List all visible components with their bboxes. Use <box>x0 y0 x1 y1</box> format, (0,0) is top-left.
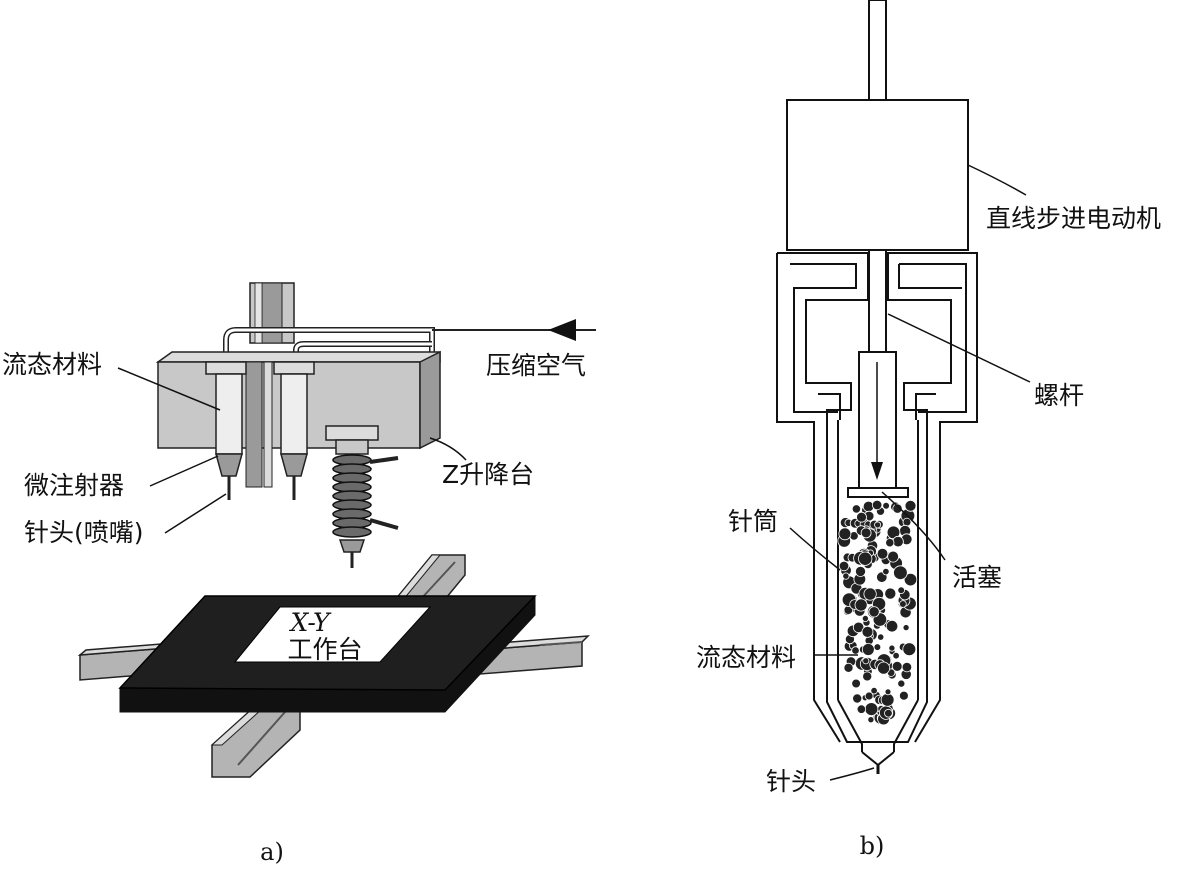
label-xy-line2: 工作台 <box>287 635 362 664</box>
fluid-particle <box>892 535 904 548</box>
panel-b-leaders <box>789 164 1031 781</box>
fluid-particle <box>851 504 862 514</box>
caption-b: b) <box>860 832 885 860</box>
fluid-particle <box>885 538 895 548</box>
fluid-particle <box>838 560 850 572</box>
fluid-particle <box>877 633 885 641</box>
fluid-particle <box>852 693 863 704</box>
fluid-particle <box>887 550 899 563</box>
stepper-motor-box <box>786 99 969 251</box>
housing-outline <box>777 252 978 743</box>
motor-shaft-top <box>868 0 887 101</box>
fluid-particle <box>871 499 883 511</box>
fluid-particle <box>860 527 872 539</box>
fluid-particle <box>884 708 893 718</box>
piston <box>847 487 909 498</box>
fluid-particle <box>861 626 874 638</box>
fluid-particle <box>884 688 892 696</box>
fluid-particle <box>863 587 877 601</box>
label-stepper-motor: 直线步进电动机 <box>986 204 1161 233</box>
fluid-particle <box>854 598 868 612</box>
micro-syringe-2 <box>273 361 315 500</box>
fluid-particle <box>882 567 890 576</box>
rail-horizontal-right <box>478 635 590 675</box>
fluid-particle <box>899 690 909 701</box>
fluid-particle <box>874 521 882 529</box>
heater-coil <box>332 454 372 538</box>
z-column <box>249 282 295 344</box>
label-piston: 活塞 <box>952 563 1002 592</box>
fluid-particle <box>897 586 905 594</box>
fluid-particle <box>882 501 890 510</box>
fluid-particle <box>851 646 860 655</box>
label-z-lift: Z升降台 <box>442 460 534 489</box>
caption-a: a) <box>260 838 284 866</box>
fluid-particle <box>864 691 874 701</box>
fluid-particle <box>888 644 896 652</box>
fluid-particle <box>902 624 910 632</box>
label-fluid-material-a: 流态材料 <box>2 350 102 379</box>
fluid-particle <box>862 671 873 682</box>
label-barrel: 针筒 <box>728 507 778 536</box>
fluid-particle <box>877 661 891 675</box>
heated-nozzle <box>325 425 399 568</box>
fluid-particle <box>897 679 906 688</box>
fluid-particle <box>864 702 879 716</box>
fluid-particle <box>861 643 875 656</box>
fluid-particle <box>902 517 912 527</box>
screw-rod <box>868 249 887 353</box>
fluid-particle <box>856 704 867 714</box>
fluid-particle <box>873 643 882 651</box>
panel-a-illustration: 流态材料 微注射器 针头(喷嘴) 压缩空气 Z升降台 X-Y 工作台 a) <box>2 282 596 866</box>
fluid-particle <box>899 600 907 608</box>
xy-platform <box>118 595 537 713</box>
panel-a-leaders <box>117 367 467 534</box>
fluid-particle <box>893 565 908 580</box>
fluid-particle <box>867 716 875 724</box>
fluid-particle <box>892 503 903 514</box>
fluid-particle <box>842 572 850 580</box>
coil-ring <box>332 526 372 538</box>
label-micro-syringe: 微注射器 <box>24 471 124 500</box>
fluid-particle <box>856 511 867 523</box>
fluid-particle <box>901 661 913 673</box>
xy-table-label-area <box>233 606 432 663</box>
fluid-particle <box>904 499 917 512</box>
fluid-particle <box>885 620 899 633</box>
fluid-particle <box>902 642 917 657</box>
label-fluid-material-b: 流态材料 <box>696 643 796 672</box>
label-needle-nozzle: 针头(喷嘴) <box>24 518 144 547</box>
label-needle: 针头 <box>766 767 816 796</box>
fluid-particle <box>843 662 854 673</box>
fluid-particle <box>855 565 867 577</box>
fluid-particle <box>884 587 897 600</box>
fluid-particle <box>880 692 895 707</box>
fluid-particle <box>870 687 878 695</box>
fluid-particle <box>858 551 873 566</box>
label-screw-rod: 螺杆 <box>1034 381 1084 410</box>
air-inlet-arrow <box>548 319 576 341</box>
fluid-particles <box>837 499 918 726</box>
fluid-particle <box>851 678 861 689</box>
fluid-particle <box>903 572 918 587</box>
fluid-particle <box>876 547 889 560</box>
fluid-particle <box>838 527 852 541</box>
micro-syringe-1 <box>205 361 247 500</box>
fluid-particle <box>868 606 880 618</box>
fluid-particle <box>862 657 870 665</box>
fluid-particle <box>892 652 900 660</box>
label-compressed-air: 压缩空气 <box>486 351 586 380</box>
panel-b-illustration <box>776 0 1031 781</box>
fluid-particle <box>861 615 869 623</box>
label-xy-line1: X-Y <box>288 608 332 637</box>
